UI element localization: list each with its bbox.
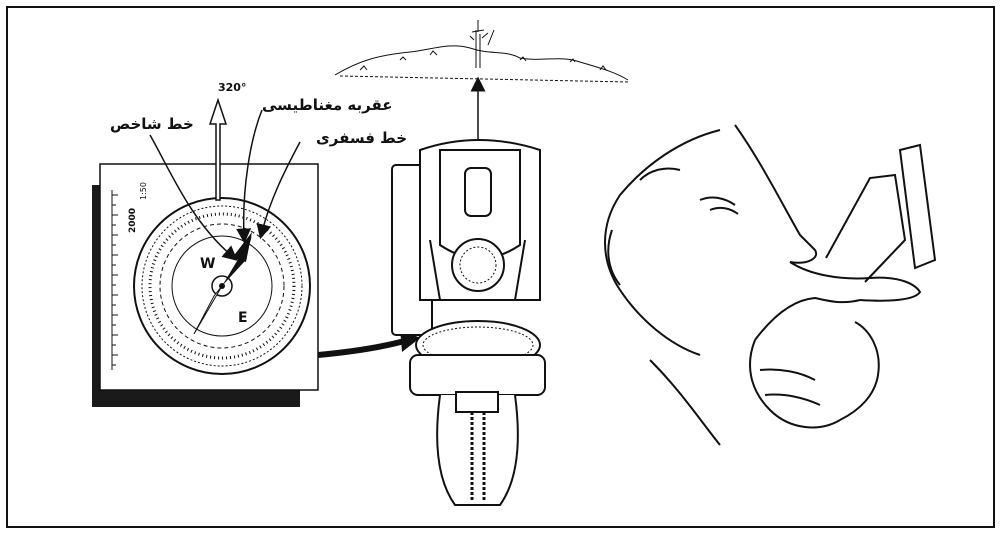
- baseline-label: خط شاخص: [110, 115, 194, 133]
- magnetic-needle-label: عقربه مغناطیسی: [262, 96, 393, 114]
- lensatic-compass: [392, 140, 545, 505]
- landscape-sketch: [335, 20, 628, 82]
- dial-letter-e: E: [238, 310, 248, 326]
- zoom-arrow: [318, 340, 408, 355]
- dial-panel: [92, 100, 318, 407]
- luminous-line-label: خط فسفری: [316, 129, 407, 147]
- dial-letter-w: W: [200, 256, 215, 272]
- bearing-label: 320°: [218, 81, 246, 94]
- scale-mark: 2000: [128, 208, 138, 233]
- person-sighting-sketch: [605, 125, 935, 445]
- scale-side-mark: 1:50: [139, 182, 148, 200]
